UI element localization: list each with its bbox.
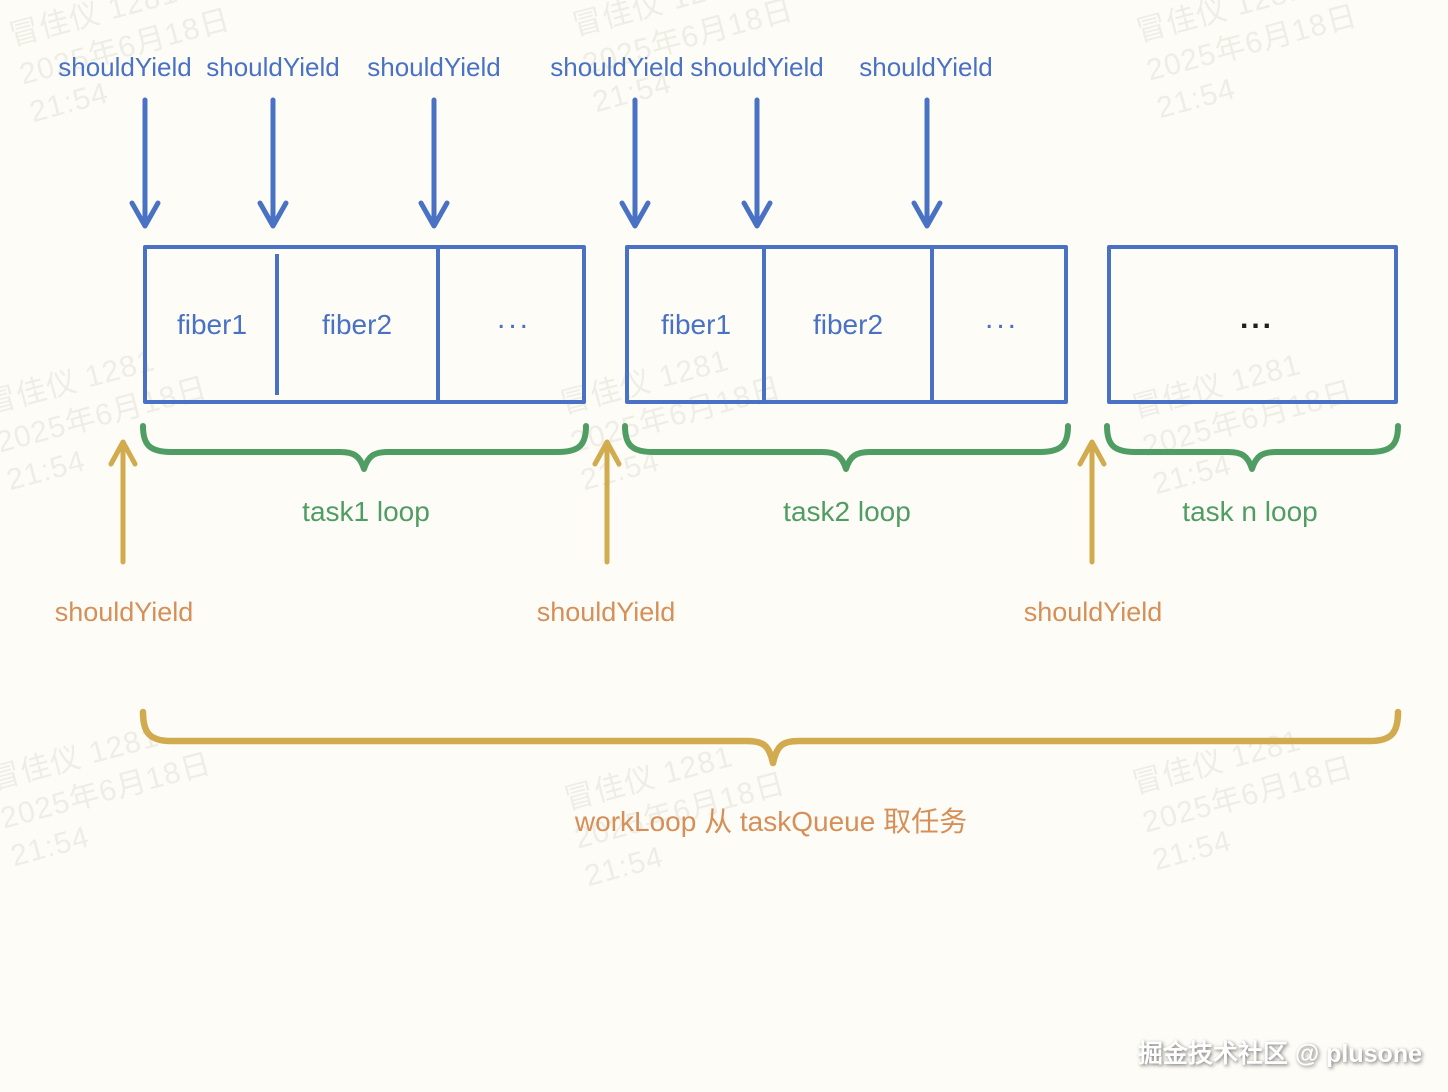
watermark: 冒佳仪 1281 2025年6月18日 21:54 [1132, 0, 1372, 129]
should-yield-top-label: shouldYield [690, 52, 824, 82]
watermark-line: 冒佳仪 1281 [5, 0, 182, 53]
watermark-line: 21:54 [3, 444, 90, 498]
task2-box: fiber1 fiber2 ... [625, 245, 1068, 404]
watermark-line: 21:54 [7, 820, 94, 874]
fiber-cell-label: fiber1 [660, 308, 732, 340]
should-yield-top-label: shouldYield [550, 52, 684, 82]
cell-divider [436, 249, 440, 400]
watermark-line: 冒佳仪 1281 [568, 0, 745, 43]
fiber-cell-label: fiber2 [321, 308, 393, 340]
task1-loop-label: task1 loop [302, 496, 430, 527]
watermark-line: 2025年6月18日 [1143, 0, 1361, 88]
up-arrow-icon [1077, 439, 1107, 565]
fiber-cell-label: fiber2 [812, 308, 884, 340]
should-yield-bottom-label: shouldYield [536, 597, 676, 627]
workloop-caption: workLoop 从 taskQueue 取任务 [574, 806, 968, 837]
watermark-line: 2025年6月18日 [0, 747, 215, 836]
watermark-line: 21:54 [1153, 72, 1240, 126]
down-arrow-icon [741, 97, 773, 229]
task2-loop-label: task2 loop [783, 496, 911, 527]
fiber-cell-label: fiber1 [176, 308, 248, 340]
cell-divider [762, 249, 766, 400]
up-arrow-icon [108, 439, 138, 565]
should-yield-bottom-label: shouldYield [54, 597, 194, 627]
fiber-cell-ellipsis: ... [496, 301, 532, 335]
down-arrow-icon [911, 97, 943, 229]
watermark-line: 21:54 [1149, 824, 1236, 878]
watermark-line: 冒佳仪 1281 [0, 720, 163, 797]
down-arrow-icon [619, 97, 651, 229]
cell-divider [930, 249, 934, 400]
down-arrow-icon [257, 97, 289, 229]
underbrace-task1 [140, 423, 589, 472]
taskn-box: ... [1107, 245, 1398, 404]
down-arrow-icon [129, 97, 161, 229]
up-arrow-icon [592, 439, 622, 565]
should-yield-top-label: shouldYield [859, 52, 993, 82]
should-yield-top-label: shouldYield [58, 52, 192, 82]
taskn-loop-label: task n loop [1182, 496, 1318, 527]
down-arrow-icon [418, 97, 450, 229]
fiber-cell-ellipsis: ... [1239, 301, 1275, 335]
signature-watermark: 掘金技术社区 @ plusone [1137, 1040, 1422, 1068]
watermark-line: 冒佳仪 1281 [1132, 0, 1309, 49]
task1-box: fiber1 fiber2 ... [143, 245, 586, 404]
watermark: 冒佳仪 1281 2025年6月18日 21:54 [0, 706, 226, 877]
watermark-line: 冒佳仪 1281 [1128, 724, 1305, 801]
watermark-line: 21:54 [1149, 448, 1236, 502]
cell-divider [275, 254, 279, 395]
watermark-line: 2025年6月18日 [1139, 751, 1357, 840]
fiber-cell-ellipsis: ... [984, 301, 1020, 335]
should-yield-top-label: shouldYield [206, 52, 340, 82]
watermark-line: 21:54 [577, 444, 664, 498]
should-yield-bottom-label: shouldYield [1023, 597, 1163, 627]
underbrace-task2 [622, 423, 1071, 472]
underbrace-taskn [1104, 423, 1401, 472]
should-yield-top-label: shouldYield [367, 52, 501, 82]
watermark: 冒佳仪 1281 2025年6月18日 21:54 [1128, 710, 1368, 881]
underbrace-workloop [139, 708, 1402, 767]
